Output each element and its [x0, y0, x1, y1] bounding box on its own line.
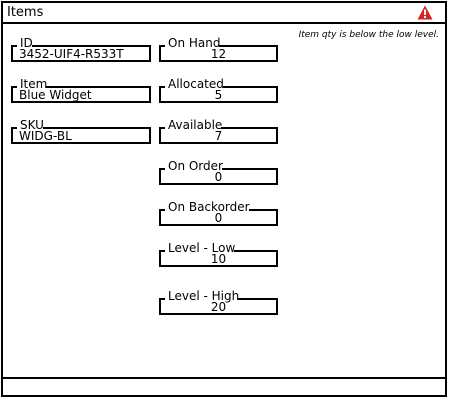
on-hand-field[interactable]: On Hand 12 [159, 36, 278, 62]
sku-label: SKU [20, 118, 44, 132]
status-bar [3, 377, 445, 395]
id-field[interactable]: ID 3452-UIF4-R533T [11, 36, 151, 62]
sku-field[interactable]: SKU WIDG-BL [11, 118, 151, 144]
on-backorder-label: On Backorder [168, 200, 250, 214]
allocated-label: Allocated [168, 77, 224, 91]
allocated-value: 5 [214, 88, 223, 102]
window-title: Items [7, 5, 44, 20]
item-label: Item [20, 77, 48, 91]
on-order-label: On Order [168, 159, 223, 173]
available-value: 7 [214, 129, 223, 143]
on-backorder-value: 0 [214, 211, 223, 225]
on-hand-value: 12 [210, 47, 227, 61]
title-bar: Items [3, 3, 445, 24]
sku-value: WIDG-BL [19, 129, 72, 143]
on-hand-label: On Hand [168, 36, 221, 50]
warning-triangle-icon[interactable] [417, 5, 433, 20]
low-level-warning-message: Item qty is below the low level. [298, 30, 439, 40]
item-value: Blue Widget [19, 88, 92, 102]
allocated-field[interactable]: Allocated 5 [159, 77, 278, 103]
available-field[interactable]: Available 7 [159, 118, 278, 144]
level-low-label: Level - Low [168, 241, 236, 255]
level-high-value: 20 [210, 300, 227, 314]
on-order-value: 0 [214, 170, 223, 184]
available-label: Available [168, 118, 223, 132]
level-low-field[interactable]: Level - Low 10 [159, 241, 278, 267]
item-field[interactable]: Item Blue Widget [11, 77, 151, 103]
id-value: 3452-UIF4-R533T [19, 47, 124, 61]
level-high-label: Level - High [168, 289, 240, 303]
level-low-value: 10 [210, 252, 227, 266]
on-backorder-field[interactable]: On Backorder 0 [159, 200, 278, 226]
on-order-field[interactable]: On Order 0 [159, 159, 278, 185]
level-high-field[interactable]: Level - High 20 [159, 289, 278, 315]
id-label: ID [20, 36, 33, 50]
